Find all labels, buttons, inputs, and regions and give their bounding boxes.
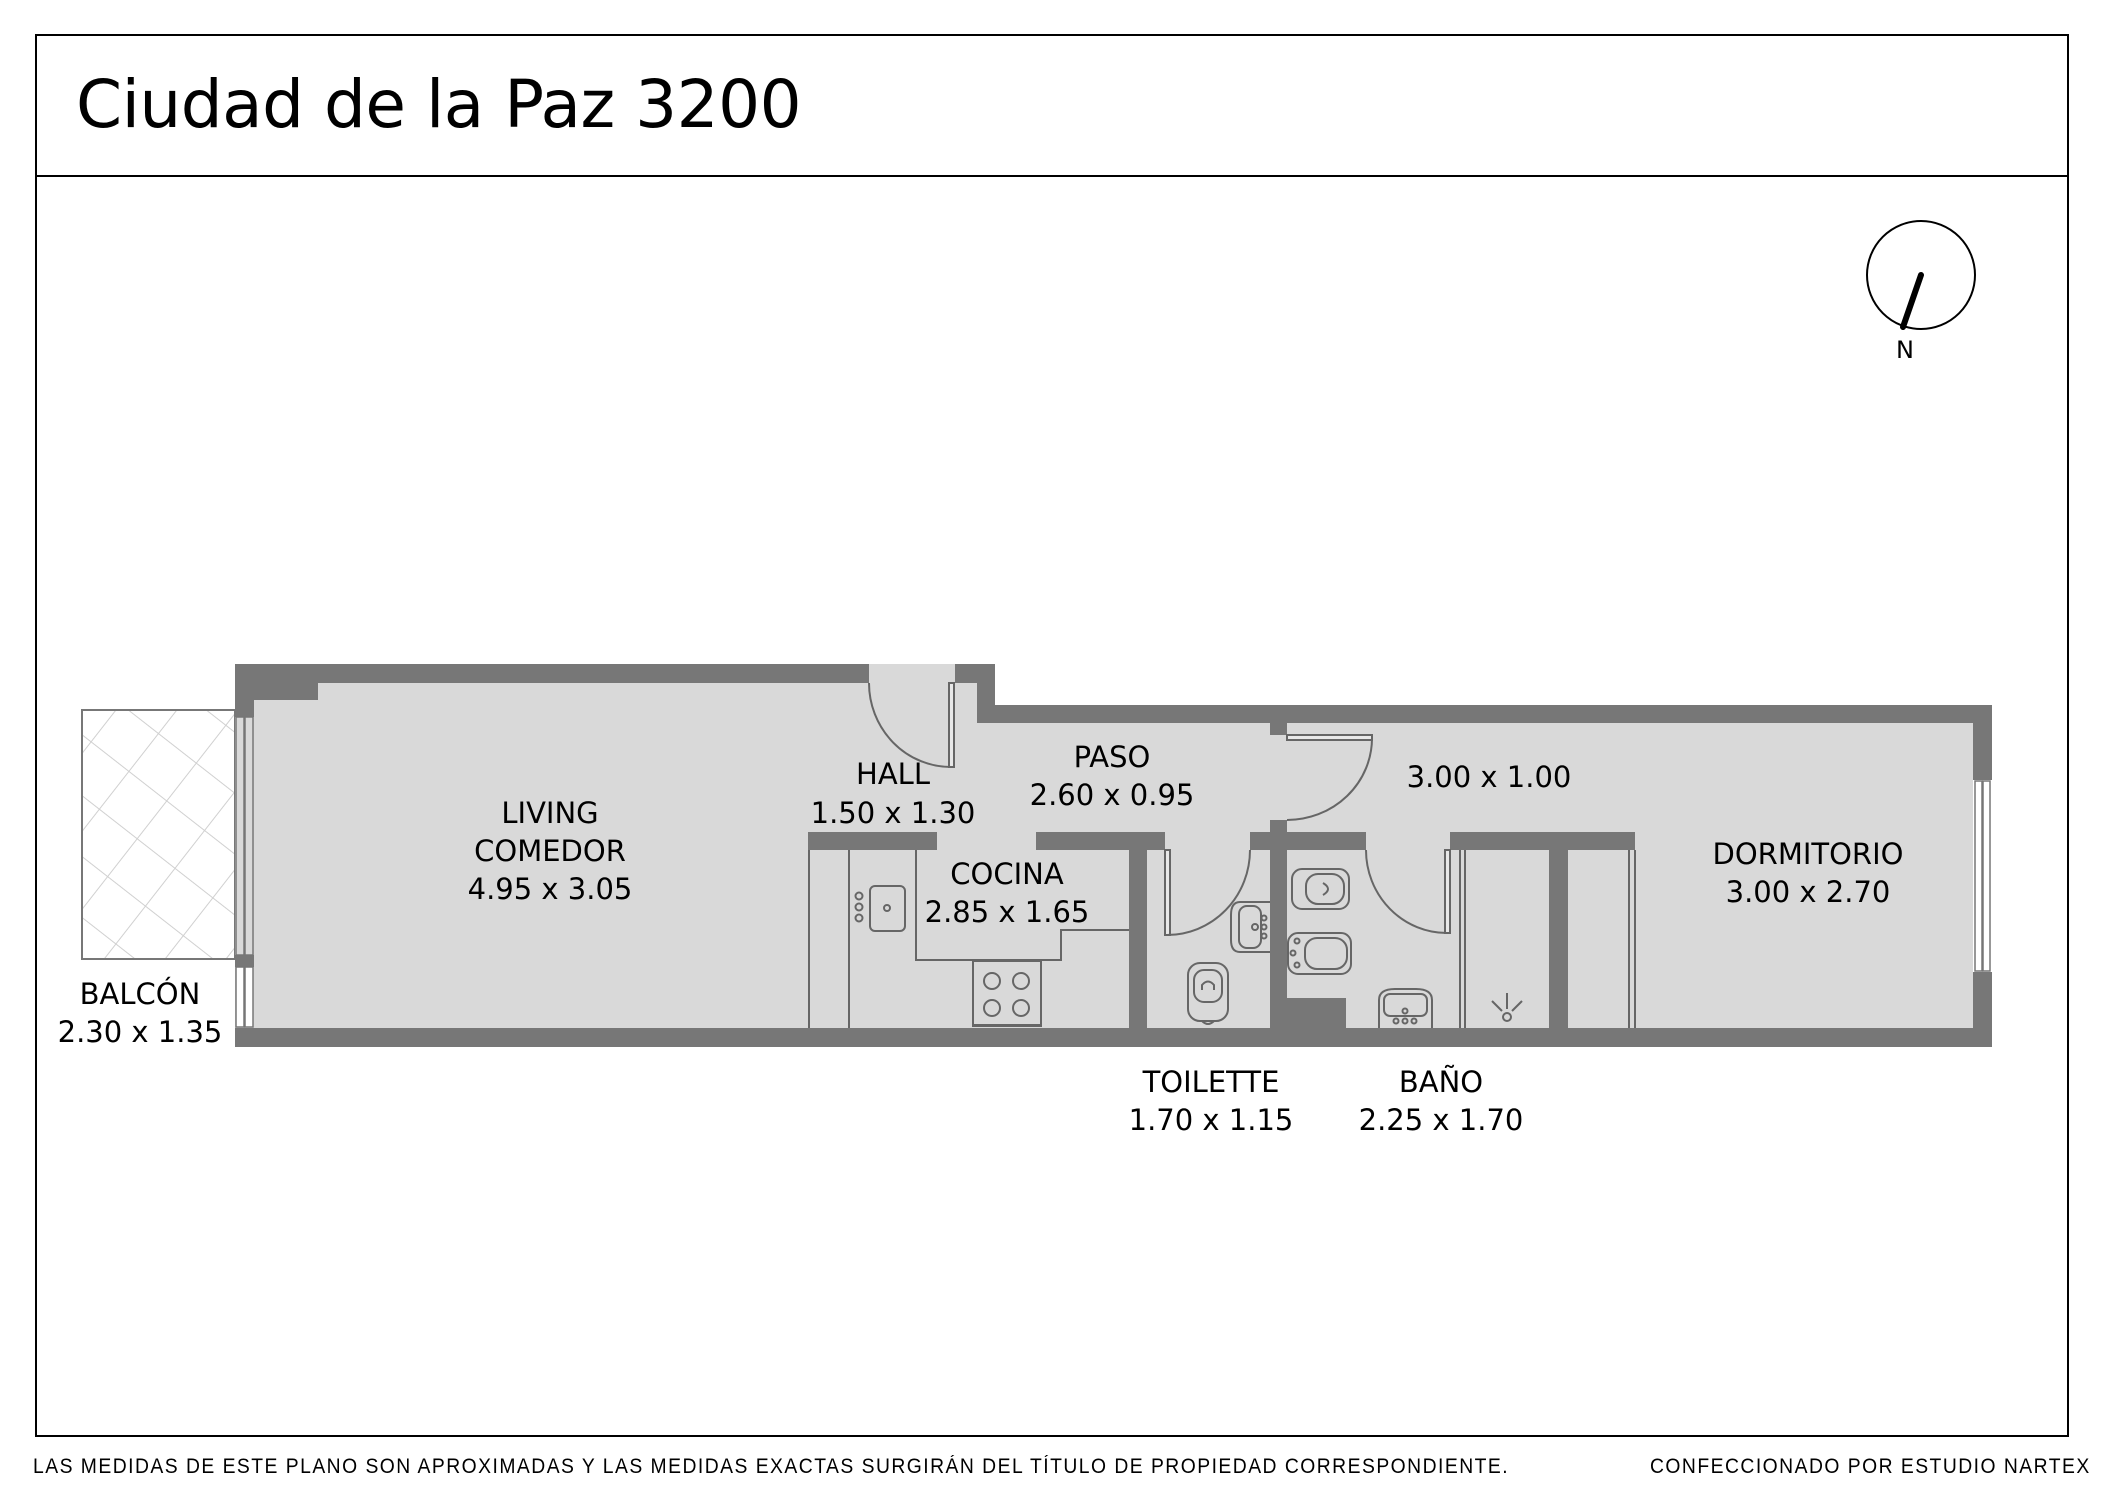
room-label-bano: BAÑO 2.25 x 1.70 [1359,1065,1524,1137]
room-label-balcon: BALCÓN 2.30 x 1.35 [58,977,223,1049]
svg-text:BALCÓN: BALCÓN [80,977,201,1011]
svg-text:BAÑO: BAÑO [1399,1065,1483,1099]
room-label-cocina: COCINA 2.85 x 1.65 [925,857,1090,929]
toilet-icon [1187,962,1229,1025]
stove-icon [972,960,1042,1027]
closet-lines [1459,850,1636,1028]
svg-text:COCINA: COCINA [950,857,1064,891]
room-label-pasillo: 3.00 x 1.00 [1407,760,1572,794]
svg-text:LIVING: LIVING [501,796,598,830]
room-label-dormitorio: DORMITORIO 3.00 x 2.70 [1713,837,1904,909]
plan-frame [35,34,2069,1437]
page-title: Ciudad de la Paz 3200 [76,66,802,143]
kitchen-counter [808,850,1129,1028]
header-divider [35,175,2069,177]
toilette-sink-icon [1230,901,1270,953]
window-dormitorio [1974,780,1991,972]
svg-text:1.70 x 1.15: 1.70 x 1.15 [1129,1103,1294,1137]
room-label-hall: HALL 1.50 x 1.30 [811,757,976,830]
svg-text:HALL: HALL [856,757,930,791]
doors [868,664,1451,936]
room-label-paso: PASO 2.60 x 0.95 [1030,740,1195,812]
svg-text:DORMITORIO: DORMITORIO [1713,837,1904,871]
window-living [235,716,254,1028]
balcony [81,709,236,960]
svg-text:4.95 x 3.05: 4.95 x 3.05 [468,872,633,906]
footer-credit: CONFECCIONADO POR ESTUDIO NARTEX [1650,1455,2091,1478]
svg-text:2.85 x 1.65: 2.85 x 1.65 [925,895,1090,929]
bano-toilet-icon [1291,868,1350,910]
kitchen-sink-icon [854,885,906,932]
north-arrow-icon: N [1866,220,1976,364]
svg-text:COMEDOR: COMEDOR [474,834,626,868]
svg-text:1.50 x 1.30: 1.50 x 1.30 [811,796,976,830]
svg-text:2.60 x 0.95: 2.60 x 0.95 [1030,778,1195,812]
svg-text:2.25 x 1.70: 2.25 x 1.70 [1359,1103,1524,1137]
footer-disclaimer: LAS MEDIDAS DE ESTE PLANO SON APROXIMADA… [33,1455,1510,1478]
svg-text:PASO: PASO [1074,740,1151,774]
north-label: N [1896,336,1914,364]
bano-sink-icon [1378,988,1433,1028]
svg-text:TOILETTE: TOILETTE [1142,1065,1280,1099]
room-label-living: LIVING COMEDOR 4.95 x 3.05 [468,796,633,906]
walls [235,664,1992,1047]
svg-text:2.30 x 1.35: 2.30 x 1.35 [58,1015,223,1049]
svg-text:3.00 x 2.70: 3.00 x 2.70 [1726,875,1891,909]
bidet-icon [1287,932,1352,975]
svg-text:3.00 x 1.00: 3.00 x 1.00 [1407,760,1572,794]
room-label-toilette: TOILETTE 1.70 x 1.15 [1129,1065,1294,1137]
shower-icon [1491,993,1523,1022]
